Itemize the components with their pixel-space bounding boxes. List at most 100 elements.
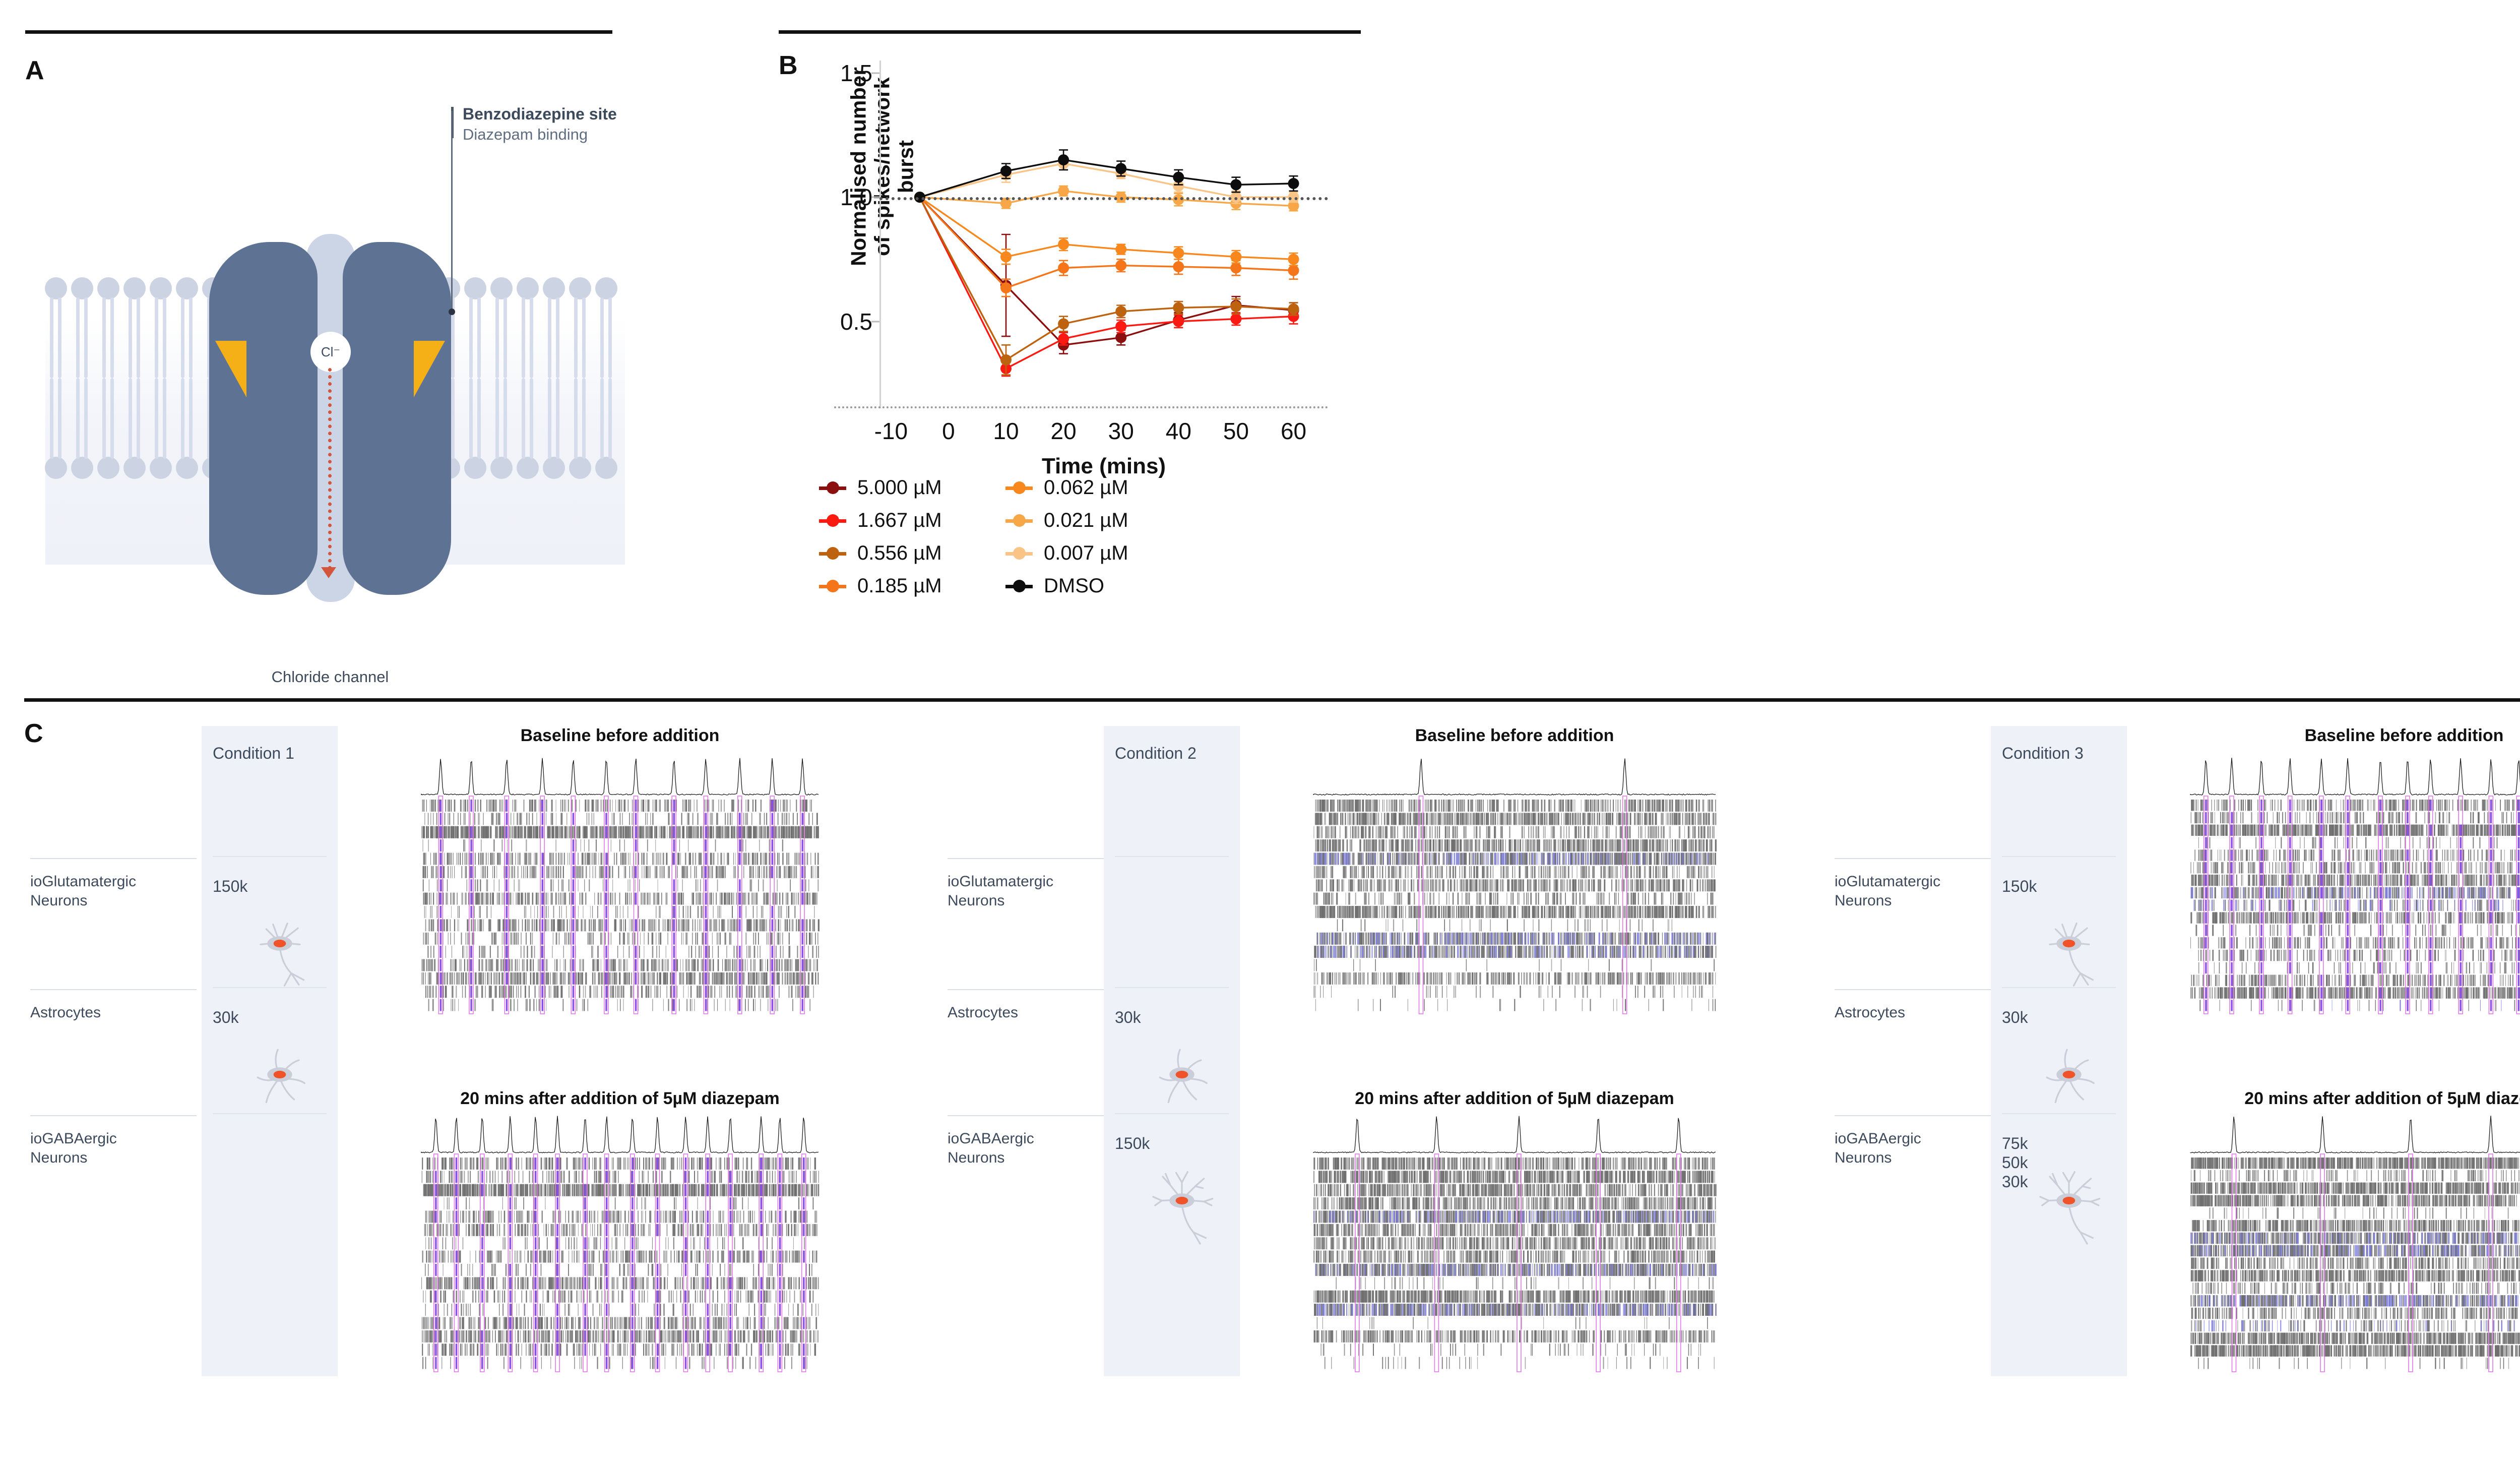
legend-item[interactable]: 0.007 µM [1005, 542, 1192, 565]
legend-item[interactable]: 1.667 µM [819, 509, 1005, 532]
raster-plot-after-diazepam [1310, 1112, 1719, 1374]
row-divider [1835, 858, 2001, 859]
legend-label: 0.007 µM [1044, 542, 1128, 565]
chart-series-0-185-m [914, 192, 1299, 297]
x-axis-tick-label: -10 [874, 417, 908, 445]
row-divider [948, 1115, 1114, 1116]
legend-item[interactable]: 5.000 µM [819, 476, 1005, 499]
lipid-molecule [541, 378, 567, 479]
lipid-molecule [95, 378, 121, 479]
cell-count-label: 150k [2002, 877, 2037, 896]
condition-row-divider [213, 856, 327, 857]
y-axis-line [879, 60, 881, 408]
raster-title-baseline: Baseline before addition [1310, 726, 1719, 746]
y-axis-tick-label: 1.0 [840, 184, 872, 211]
legend-item[interactable]: DMSO [1005, 575, 1192, 597]
condition-row-divider [1115, 1113, 1229, 1114]
y-axis-tick-label: 0.5 [840, 308, 872, 335]
cell-count-label: 150k [1115, 1134, 1150, 1153]
legend-marker-icon [819, 578, 846, 595]
x-axis-tick-label: 50 [1223, 417, 1249, 445]
y-axis-tick-mark [871, 196, 879, 198]
lipid-molecule [567, 378, 593, 479]
cell-count-label: 150k [213, 877, 247, 896]
glutamatergic-cell-icon [2049, 922, 2094, 987]
legend-label: DMSO [1044, 575, 1104, 597]
lipid-molecule [174, 277, 200, 378]
condition-title: Condition 3 [2002, 744, 2084, 763]
lipid-molecule [121, 378, 148, 479]
receptor-subunit-right [343, 242, 451, 595]
cell-type-label: Astrocytes [1835, 1003, 2001, 1022]
baseline-reference-line [879, 197, 1328, 201]
row-divider [30, 858, 197, 859]
legend-label: 0.556 µM [857, 542, 942, 565]
lipid-molecule [488, 378, 515, 479]
raster-plot [2190, 1116, 2520, 1372]
condition-row-divider [213, 1113, 327, 1114]
lipid-molecule [69, 277, 95, 378]
panel-b-top-rule [779, 30, 1361, 34]
raster-title-after-diazepam: 20 mins after addition of 5µM diazepam [418, 1089, 822, 1109]
chloride-flow-arrow-icon [321, 567, 336, 578]
row-divider [30, 1115, 197, 1116]
cell-count-label: 30k [213, 1008, 239, 1027]
chart-series-svg [914, 149, 1299, 377]
legend-marker-icon [1005, 512, 1033, 529]
lipid-molecule [462, 277, 488, 378]
astrocyte-cell-icon [1159, 1049, 1208, 1104]
lipid-molecule [174, 378, 200, 479]
panel-c-top-rule [24, 698, 2520, 702]
chart-series-1-667-m [914, 192, 1299, 377]
callout-title: Benzodiazepine site [463, 103, 679, 125]
panel-b-letter: B [779, 50, 798, 81]
raster-title-baseline: Baseline before addition [2187, 726, 2520, 746]
y-axis-tick-mark [871, 321, 879, 322]
x-axis-tick-label: 20 [1051, 417, 1077, 445]
raster-plot [421, 758, 820, 1014]
lipid-molecule [43, 378, 69, 479]
x-axis-line [834, 406, 1328, 408]
legend-item[interactable]: 0.556 µM [819, 542, 1005, 565]
cell-count-label: 30k [1115, 1008, 1141, 1027]
lipid-molecule [488, 277, 515, 378]
legend-marker-icon [1005, 578, 1033, 595]
cell-type-label: Astrocytes [948, 1003, 1114, 1022]
glutamatergic-cell-illustration [232, 900, 328, 999]
chart-series-0-556-m [914, 192, 1299, 376]
legend-label: 0.185 µM [857, 575, 942, 597]
x-axis-tick-label: 40 [1166, 417, 1191, 445]
legend-item[interactable]: 0.021 µM [1005, 509, 1192, 532]
glutamatergic-cell-icon [260, 922, 305, 987]
callout-anchor-dot [449, 309, 455, 315]
legend-item[interactable]: 0.062 µM [1005, 476, 1192, 499]
legend-marker-icon [819, 479, 846, 497]
panel-a-receptor-diagram: Cl⁻ Chloride channel Benzodiazepine site… [25, 76, 645, 686]
y-axis-tick-label: 1.5 [840, 59, 872, 87]
legend-marker-icon [1005, 545, 1033, 562]
gabaergic-cell-icon [2039, 1171, 2101, 1245]
gabaergic-cell-illustration [1134, 1158, 1230, 1256]
raster-plot-after-diazepam [2187, 1112, 2520, 1374]
benzodiazepine-site-left [215, 341, 246, 397]
lipid-molecule [121, 277, 148, 378]
legend-item[interactable]: 0.185 µM [819, 575, 1005, 597]
chloride-channel-label: Chloride channel [209, 668, 451, 686]
panel-c-letter: C [24, 718, 43, 749]
legend-marker-icon [819, 512, 846, 529]
astrocyte-cell-illustration [232, 1031, 328, 1130]
chloride-flow-dotted-line [328, 368, 332, 570]
lipid-molecule [462, 378, 488, 479]
benzodiazepine-site-right [414, 341, 445, 397]
panel-a-letter: A [25, 55, 44, 86]
raster-plot-baseline [1310, 754, 1719, 1016]
astrocyte-cell-illustration [2021, 1031, 2117, 1130]
